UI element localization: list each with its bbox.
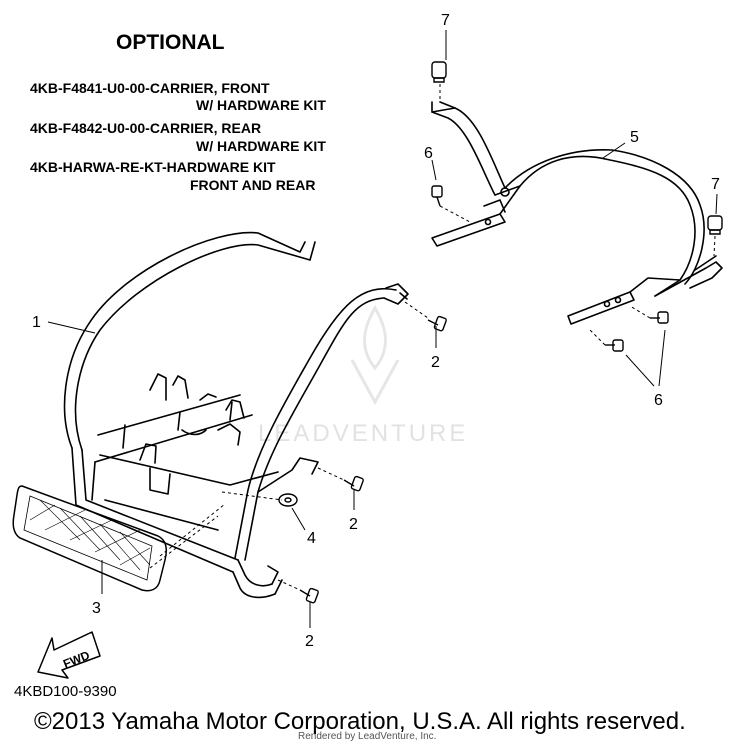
callout-number: 6	[654, 392, 663, 409]
diagram-title: OPTIONAL	[116, 31, 225, 54]
figure-code: 4KBD100-9390	[14, 683, 117, 700]
bolt	[343, 475, 364, 492]
callout-number: 2	[349, 516, 358, 533]
parts-list-line: 4KB-F4842-U0-00-CARRIER, REAR	[30, 120, 262, 136]
callout-number: 7	[441, 12, 450, 29]
parts-list-line: FRONT AND REAR	[190, 177, 316, 193]
parts-list-line: 4KB-F4841-U0-00-CARRIER, FRONT	[30, 80, 270, 96]
bolt	[431, 185, 443, 207]
watermark-text: LEADVENTURE	[258, 420, 468, 447]
bolt	[650, 311, 669, 324]
fwd-arrow-icon: FWD	[37, 631, 101, 679]
callout-number: 3	[92, 600, 101, 617]
leadventure-watermark: LEADVENTURE	[258, 305, 468, 447]
parts-list-line: W/ HARDWARE KIT	[196, 97, 326, 113]
front-mesh-panel	[12, 485, 168, 592]
render-note: Rendered by LeadVenture, Inc.	[298, 731, 437, 742]
callout-number: 7	[711, 176, 720, 193]
bolt	[299, 587, 319, 604]
callout-numbers: 1 2 2 2 3 4 5 6 6 7 7	[32, 12, 720, 650]
leader-lines	[47, 30, 718, 628]
end-cap	[707, 215, 723, 235]
front-carrier	[63, 231, 409, 599]
callout-number: 2	[305, 633, 314, 650]
callout-number: 4	[307, 530, 316, 547]
bolt	[427, 315, 447, 332]
callout-number: 5	[630, 129, 639, 146]
callout-number: 2	[431, 354, 440, 371]
copyright-notice: ©2013 Yamaha Motor Corporation, U.S.A. A…	[34, 708, 686, 735]
washer	[278, 493, 298, 507]
end-cap	[431, 61, 447, 83]
rear-carrier	[431, 101, 723, 325]
callout-number: 6	[424, 145, 433, 162]
bolt	[605, 339, 624, 352]
parts-list-line: W/ HARDWARE KIT	[196, 138, 326, 154]
parts-list-line: 4KB-HARWA-RE-KT-HARDWARE KIT	[30, 159, 276, 175]
callout-number: 1	[32, 314, 41, 331]
